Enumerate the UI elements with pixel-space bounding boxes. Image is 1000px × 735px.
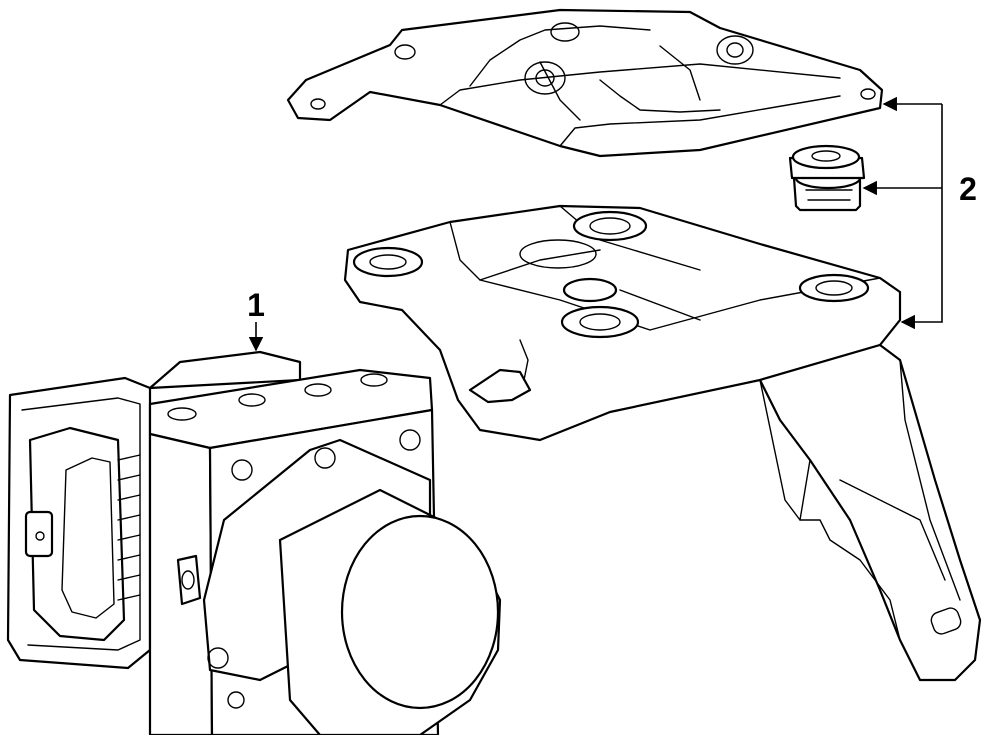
abs-modulator [6, 350, 502, 735]
insulator-grommet [788, 144, 866, 212]
callout-2: 2 [959, 171, 977, 207]
callout-1: 1 [247, 287, 265, 323]
leader-lines [248, 96, 943, 352]
lower-bracket [343, 204, 982, 682]
upper-bracket [286, 8, 884, 158]
